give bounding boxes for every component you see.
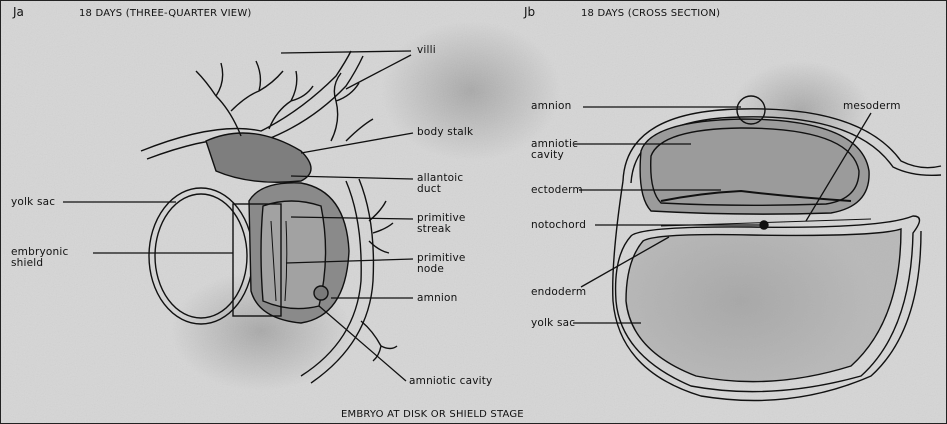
figure-caption: EMBRYO AT DISK OR SHIELD STAGE [341,409,524,420]
panel-b-title: 18 DAYS (CROSS SECTION) [581,8,720,19]
label-mesoderm: mesoderm [843,101,901,112]
label-amnion-a: amnion [417,293,458,304]
label-yolk-sac-b: yolk sac [531,318,575,329]
panel-a-tag: Ja [13,5,24,19]
label-primitive-streak: primitive streak [417,213,466,235]
panel-b-tag: Jb [524,5,535,19]
panel-a-title: 18 DAYS (THREE-QUARTER VIEW) [79,8,252,19]
label-yolk-sac-a: yolk sac [11,197,55,208]
label-villi: villi [417,45,436,56]
label-amnion-b: amnion [531,101,572,112]
label-endoderm: endoderm [531,287,586,298]
label-notochord: notochord [531,220,586,231]
label-embryonic-shield: embryonic shield [11,247,68,269]
label-body-stalk: body stalk [417,127,473,138]
label-ectoderm: ectoderm [531,185,583,196]
label-amniotic-cavity-a: amniotic cavity [409,376,492,387]
label-allantoic-duct: allantoic duct [417,173,463,195]
label-primitive-node: primitive node [417,253,466,275]
label-amniotic-cavity-b: amniotic cavity [531,139,578,161]
